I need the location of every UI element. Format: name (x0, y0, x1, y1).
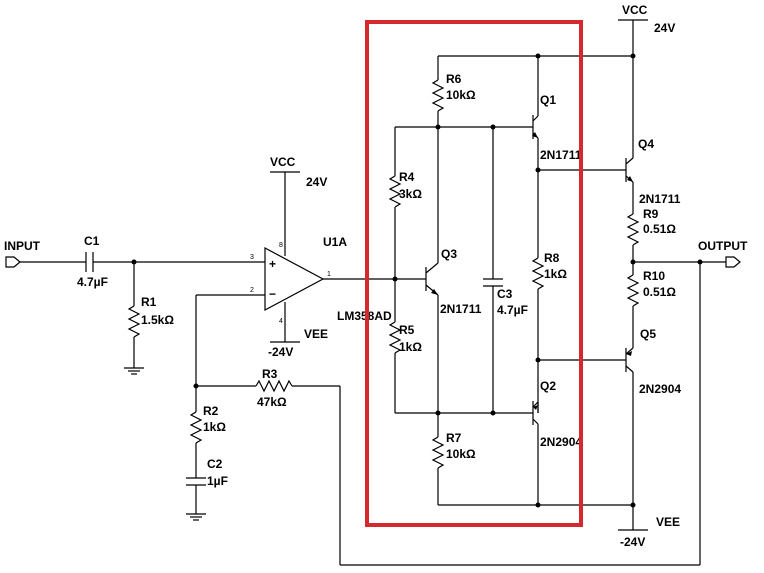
vcc-top-label: VCC (622, 3, 648, 17)
q3-ref: Q3 (441, 247, 457, 261)
r7-value: 10kΩ (446, 447, 476, 461)
c1-value: 4.7µF (77, 275, 108, 289)
c1-ref: C1 (84, 234, 100, 248)
highlight-box (365, 20, 583, 527)
r8-value: 1kΩ (544, 267, 567, 281)
ground-icon (186, 513, 206, 521)
resistor-r5 (388, 321, 402, 354)
vee-op-value: -24V (268, 345, 293, 359)
q2-ref: Q2 (540, 379, 556, 393)
q1-ref: Q1 (540, 93, 556, 107)
vee-bottom-value: -24V (620, 535, 645, 549)
ground-icon (124, 367, 144, 375)
transistor-q5 (625, 347, 634, 373)
r1-ref: R1 (141, 295, 157, 309)
capacitor-c3 (483, 278, 503, 287)
r4-ref: R4 (399, 170, 415, 184)
q1-part: 2N1711 (540, 148, 582, 162)
r6-value: 10kΩ (446, 88, 476, 102)
resistor-r6 (431, 79, 445, 112)
junction (630, 502, 636, 508)
junction (697, 259, 703, 265)
r2-ref: R2 (203, 404, 219, 418)
r9-ref: R9 (643, 207, 659, 221)
opamp-part: LM358AD (337, 309, 392, 323)
vcc-top-value: 24V (654, 21, 675, 35)
q5-part: 2N2904 (639, 382, 681, 396)
r7-ref: R7 (446, 431, 462, 445)
c3-ref: C3 (497, 287, 513, 301)
resistor-r8 (531, 257, 545, 290)
q3-part: 2N1711 (440, 302, 482, 316)
r1-value: 1.5kΩ (141, 313, 174, 327)
pin8-label: 8 (279, 242, 283, 249)
output-label: OUTPUT (698, 239, 748, 253)
r8-ref: R8 (544, 251, 560, 265)
opamp-ref: U1A (323, 235, 347, 249)
resistor-r1 (127, 305, 141, 338)
pin3-label: 3 (250, 254, 254, 261)
capacitor-c1 (85, 252, 94, 272)
q4-ref: Q4 (638, 137, 654, 151)
r5-ref: R5 (399, 323, 415, 337)
pin2-label: 2 (250, 287, 254, 294)
resistor-r4 (388, 175, 402, 208)
output-port-icon (725, 256, 741, 268)
r5-value: 1kΩ (399, 340, 422, 354)
q5-ref: Q5 (640, 327, 656, 341)
vee-op-label: VEE (304, 327, 328, 341)
opamp-plus: + (269, 257, 276, 271)
pin1-label: 1 (327, 271, 331, 278)
resistor-r7 (431, 436, 445, 469)
vcc-op-label: VCC (270, 155, 296, 169)
c3-value: 4.7µF (497, 303, 528, 317)
transistor-q1 (532, 115, 539, 139)
input-port-icon (5, 256, 21, 268)
r3-ref: R3 (262, 367, 278, 381)
vee-bottom-label: VEE (656, 515, 680, 529)
r10-ref: R10 (643, 269, 665, 283)
q2-part: 2N2904 (540, 435, 582, 449)
r10-value: 0.51Ω (643, 285, 676, 299)
pin4-label: 4 (279, 318, 283, 325)
r9-value: 0.51Ω (643, 222, 676, 236)
resistor-r9 (626, 213, 640, 246)
input-label: INPUT (4, 239, 41, 253)
transistor-q3 (425, 262, 439, 296)
r3-value: 47kΩ (257, 395, 287, 409)
r4-value: 3kΩ (399, 187, 422, 201)
c2-value: 1µF (207, 474, 228, 488)
resistor-r10 (626, 274, 640, 307)
vcc-op-value: 24V (306, 175, 327, 189)
transistor-q2 (532, 401, 539, 425)
opamp-u1a (264, 246, 325, 312)
resistor-r3 (255, 379, 293, 393)
r2-value: 1kΩ (203, 420, 226, 434)
resistor-r2 (189, 411, 203, 444)
q4-part: 2N1711 (639, 192, 681, 206)
capacitor-c2 (186, 477, 206, 486)
r6-ref: R6 (446, 72, 462, 86)
c2-ref: C2 (207, 457, 223, 471)
transistor-q4 (625, 157, 634, 183)
opamp-minus: − (269, 287, 276, 301)
